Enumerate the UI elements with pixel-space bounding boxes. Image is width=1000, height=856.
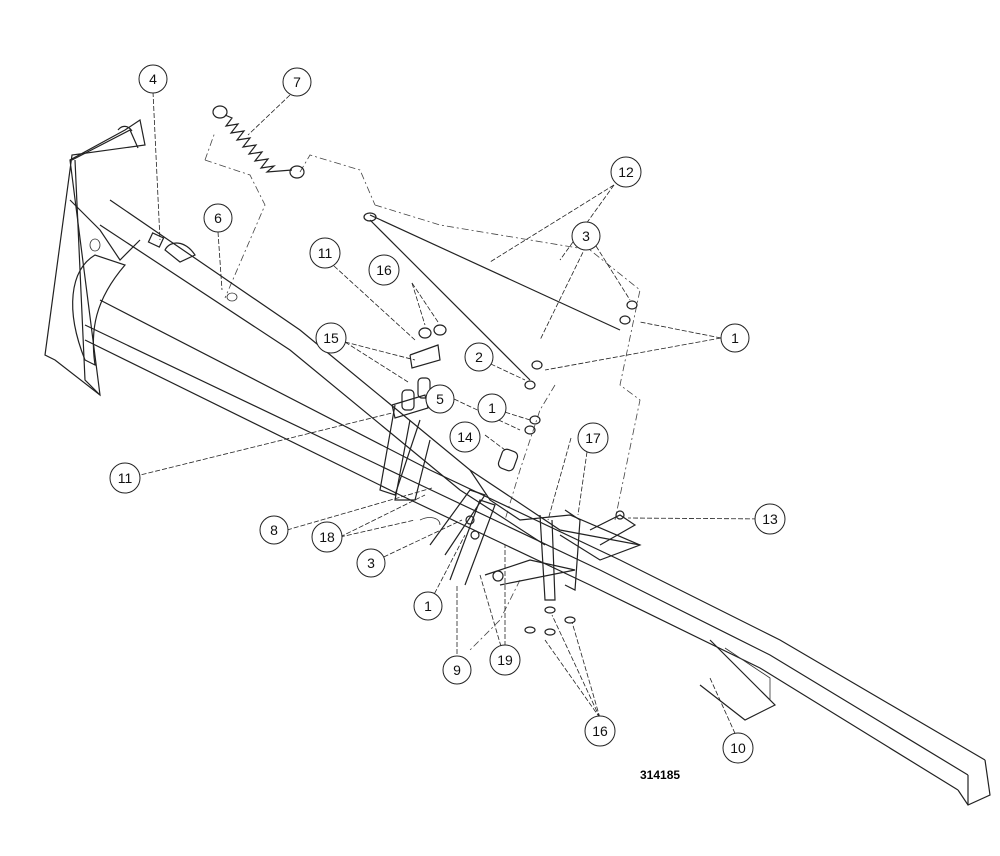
- callout-15: 15: [315, 322, 347, 354]
- callout-label: 9: [453, 662, 461, 678]
- callout-label: 1: [731, 330, 739, 346]
- upper-arm: [99, 199, 642, 561]
- main-beam: [84, 299, 991, 806]
- callout-label: 17: [585, 430, 601, 446]
- callout-2: 2: [464, 342, 494, 372]
- callout-label: 2: [475, 349, 483, 365]
- callout-6: 6: [203, 203, 233, 233]
- callout-12: 12: [610, 156, 642, 188]
- callout-8: 8: [259, 515, 289, 545]
- callout-label: 16: [376, 262, 392, 278]
- spring: [212, 105, 305, 179]
- callout-label: 8: [270, 522, 278, 538]
- bushings: [391, 300, 638, 435]
- callout-label: 12: [618, 164, 634, 180]
- callout-18: 18: [311, 521, 343, 553]
- callout-5: 5: [425, 384, 455, 414]
- callout-16-upper: 16: [368, 254, 400, 286]
- callout-16-lower: 16: [584, 715, 616, 747]
- callout-4: 4: [138, 64, 168, 94]
- callout-10: 10: [722, 732, 754, 764]
- callout-9: 9: [442, 655, 472, 685]
- callout-label: 13: [762, 511, 778, 527]
- lower-linkage: [379, 404, 637, 636]
- callout-13: 13: [754, 503, 786, 535]
- explode-boundary: [204, 131, 641, 651]
- callout-label: 3: [367, 555, 375, 571]
- callout-label: 10: [730, 740, 746, 756]
- callout-label: 1: [488, 400, 496, 416]
- drawing-number: 314185: [640, 768, 680, 782]
- callout-1-lower: 1: [413, 591, 443, 621]
- callout-11-upper: 11: [309, 237, 341, 269]
- callout-label: 4: [149, 71, 157, 87]
- leader-lines: [127, 91, 772, 741]
- callout-3-lower: 3: [356, 548, 386, 578]
- callout-1-right: 1: [720, 323, 750, 353]
- callout-label: 15: [323, 330, 339, 346]
- callout-label: 14: [457, 429, 473, 445]
- callout-label: 19: [497, 652, 513, 668]
- callout-17: 17: [577, 422, 609, 454]
- callout-14: 14: [449, 421, 481, 453]
- callout-11-lower: 11: [109, 462, 141, 494]
- callout-label: 3: [582, 228, 590, 244]
- frame-plate: [44, 119, 146, 397]
- callout-1-mid: 1: [477, 393, 507, 423]
- callout-label: 1: [424, 598, 432, 614]
- rods: [363, 212, 621, 381]
- callout-label: 5: [436, 391, 444, 407]
- callout-label: 11: [118, 470, 133, 486]
- callout-label: 18: [319, 529, 335, 545]
- callout-label: 11: [318, 245, 333, 261]
- callout-label: 16: [592, 723, 608, 739]
- callout-label: 7: [293, 74, 301, 90]
- callout-7: 7: [282, 67, 312, 97]
- callout-label: 6: [214, 210, 222, 226]
- callout-3-upper: 3: [571, 221, 601, 251]
- callout-19: 19: [489, 644, 521, 676]
